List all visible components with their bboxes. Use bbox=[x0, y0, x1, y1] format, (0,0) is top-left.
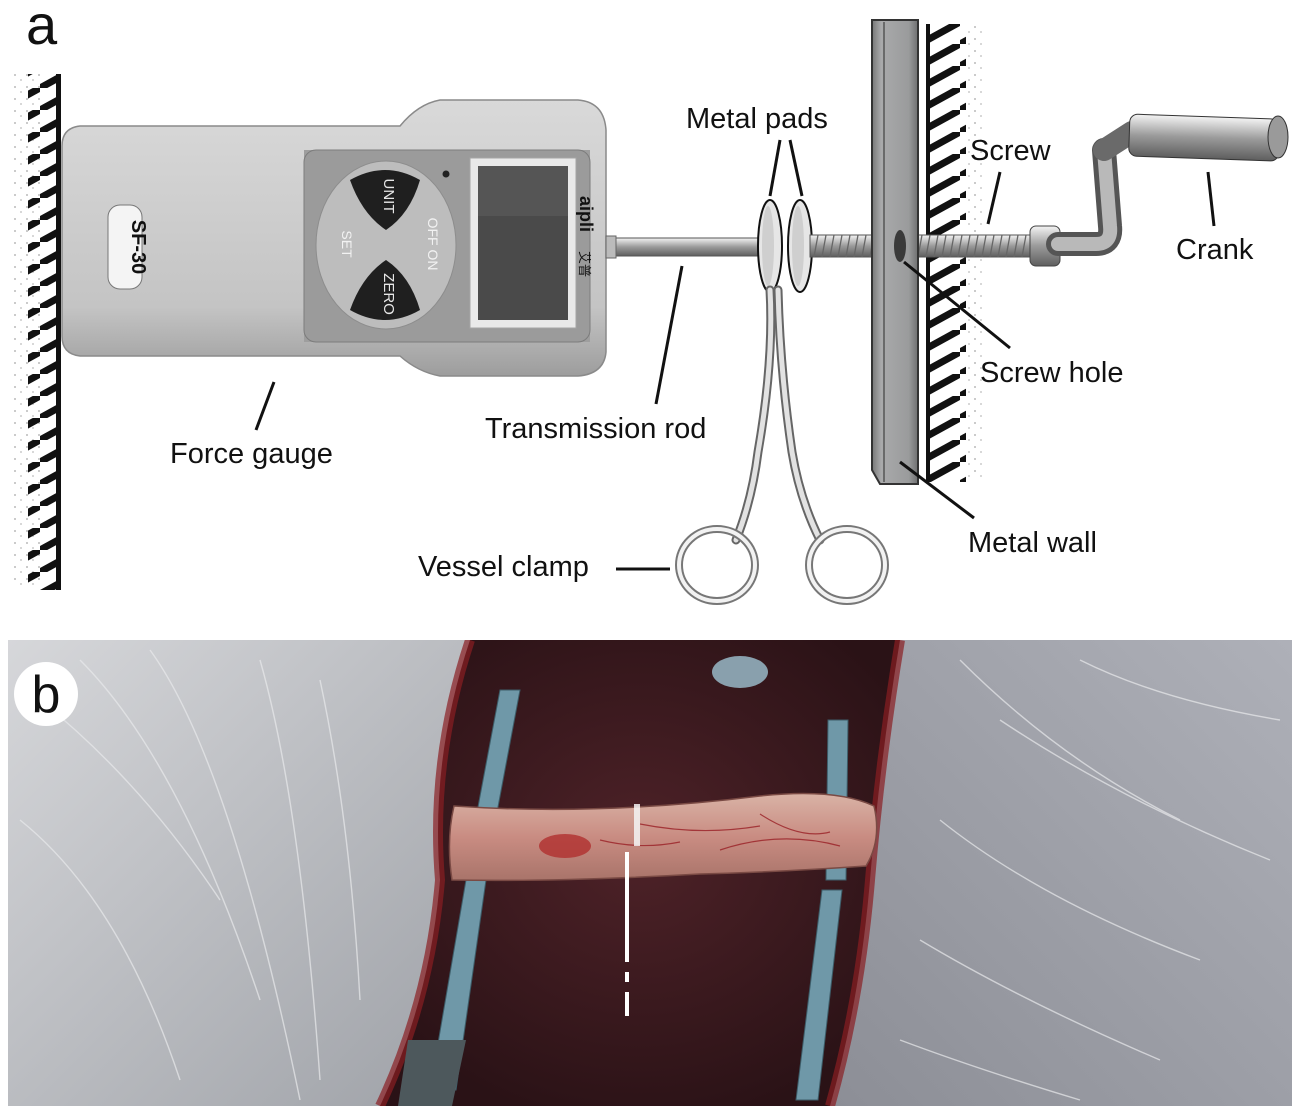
off-on-button-label: OFF ON bbox=[425, 218, 441, 271]
left-fixed-wall bbox=[10, 74, 61, 590]
svg-text:Screw: Screw bbox=[970, 135, 1052, 167]
label-vessel-clamp: Vessel clamp bbox=[418, 551, 670, 583]
force-gauge: SF-30 UNIT ZERO SET OFF ON aipli bbox=[62, 100, 606, 376]
svg-text:Transmission rod: Transmission rod bbox=[485, 413, 706, 445]
unit-button-label: UNIT bbox=[380, 179, 397, 214]
panel-a-letter: a bbox=[26, 0, 58, 56]
button-cluster: UNIT ZERO SET OFF ON bbox=[316, 161, 456, 329]
metal-wall bbox=[872, 20, 918, 484]
svg-text:Force gauge: Force gauge bbox=[170, 438, 333, 470]
transmission-rod bbox=[606, 236, 766, 258]
svg-text:Screw hole: Screw hole bbox=[980, 357, 1123, 389]
label-crank: Crank bbox=[1176, 172, 1254, 266]
svg-text:aipli: aipli bbox=[576, 196, 596, 232]
screw bbox=[810, 235, 1036, 257]
svg-text:Crank: Crank bbox=[1176, 234, 1254, 266]
panel-b-letter: b bbox=[32, 666, 61, 724]
vessel-clamp bbox=[679, 290, 885, 601]
lcd-screen bbox=[470, 158, 576, 328]
svg-text:Vessel clamp: Vessel clamp bbox=[418, 551, 589, 583]
label-force-gauge: Force gauge bbox=[170, 382, 333, 470]
fur-left bbox=[8, 640, 470, 1106]
svg-text:Metal pads: Metal pads bbox=[686, 103, 828, 135]
fur-right bbox=[830, 640, 1292, 1106]
panel-b-letter-badge: b bbox=[14, 662, 78, 726]
svg-text:Metal wall: Metal wall bbox=[968, 527, 1097, 559]
set-button-label: SET bbox=[339, 230, 355, 258]
zero-button-label: ZERO bbox=[380, 273, 397, 315]
model-badge-text: SF-30 bbox=[127, 220, 149, 274]
panel-a: a SF-30 bbox=[10, 0, 1288, 601]
metal-pads bbox=[758, 200, 812, 292]
svg-text:艾普: 艾普 bbox=[577, 251, 592, 277]
label-metal-pads: Metal pads bbox=[686, 103, 828, 196]
panel-b: b bbox=[8, 640, 1292, 1106]
